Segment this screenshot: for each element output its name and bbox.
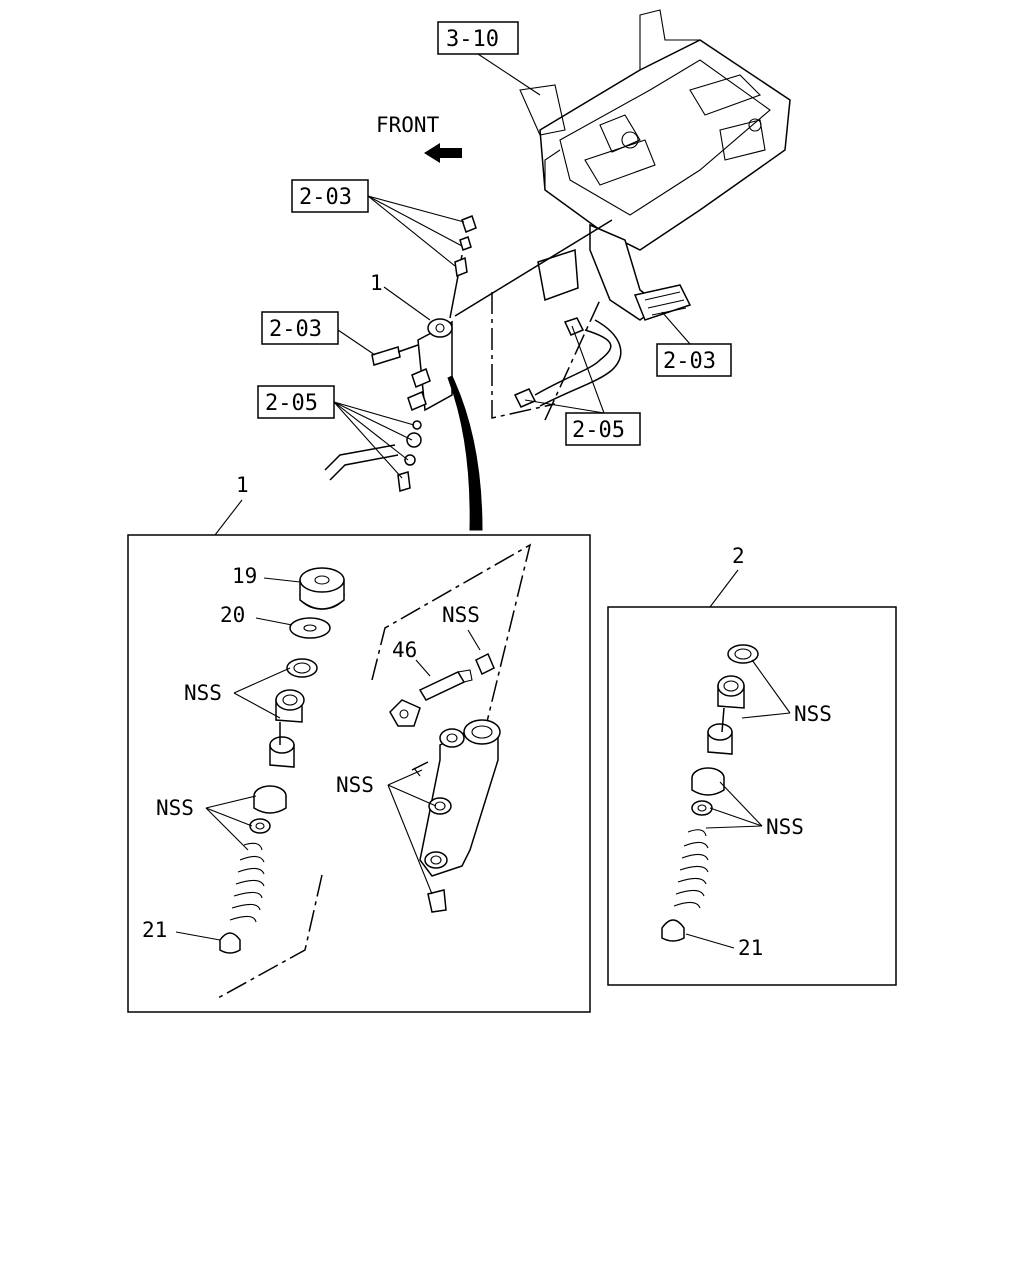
nss-callout-4: NSS — [336, 773, 374, 797]
callout-1-top: 1 — [370, 271, 383, 295]
detail-arrow — [447, 375, 483, 531]
nss-callout-3: NSS — [442, 603, 480, 627]
ref-box-3-10: 3-10 — [437, 21, 541, 96]
ref-box-2-03-top: 2-03 — [291, 179, 465, 267]
svg-text:3-10: 3-10 — [446, 27, 499, 52]
svg-text:2-05: 2-05 — [572, 418, 625, 443]
svg-text:2-05: 2-05 — [265, 391, 318, 416]
callout-1-box: 1 — [236, 473, 249, 497]
nss-callout-1: NSS — [184, 681, 222, 705]
ref-box-2-05-left: 2-05 — [257, 385, 415, 479]
callout-2-box: 2 — [732, 544, 745, 568]
callout-21-left: 21 — [142, 918, 167, 942]
callout-21-right: 21 — [738, 936, 763, 960]
front-arrow-icon — [424, 143, 462, 163]
ref-box-2-03-right: 2-03 — [656, 311, 732, 377]
front-direction-indicator: FRONT — [376, 113, 462, 163]
pedal-bracket-assembly — [454, 9, 791, 421]
nss-callout-6: NSS — [766, 815, 804, 839]
master-cylinder-upper — [324, 215, 477, 492]
svg-text:2-03: 2-03 — [299, 185, 352, 210]
ref-box-2-05-right: 2-05 — [524, 325, 641, 446]
ref-box-2-03-left: 2-03 — [261, 311, 376, 356]
clutch-hose — [513, 317, 622, 408]
svg-text:2-03: 2-03 — [663, 349, 716, 374]
nss-callout-2: NSS — [156, 796, 194, 820]
callout-19: 19 — [232, 564, 257, 588]
callout-20: 20 — [220, 603, 245, 627]
svg-text:2-03: 2-03 — [269, 317, 322, 342]
nss-callout-5: NSS — [794, 702, 832, 726]
front-label: FRONT — [376, 113, 440, 137]
callout-46: 46 — [392, 638, 417, 662]
detail-box-1: 1 19 20 NSS NSS — [127, 473, 591, 1013]
detail-box-2: 2 NSS NSS 21 — [607, 544, 897, 986]
